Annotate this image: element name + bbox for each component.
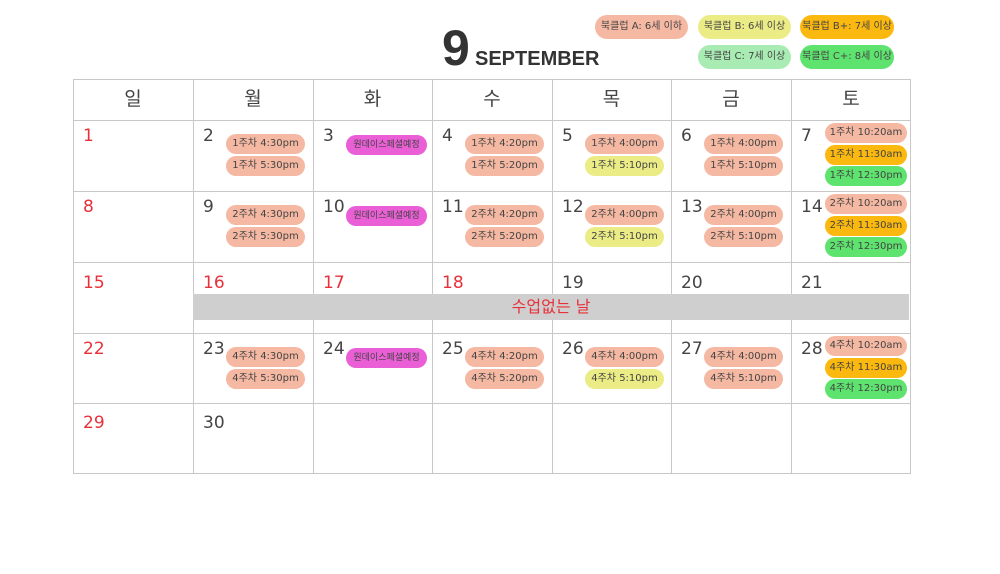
month-name: SEPTEMBER — [475, 48, 600, 70]
day-number: 21 — [801, 273, 823, 293]
day-number: 13 — [681, 197, 703, 217]
day-number: 24 — [323, 339, 345, 359]
event-pill[interactable]: 4주차 5:10pm — [585, 369, 664, 389]
event-pill[interactable]: 4주차 12:30pm — [825, 379, 907, 399]
day-number: 4 — [442, 126, 453, 146]
grid-line-horizontal — [73, 79, 911, 80]
day-number: 16 — [203, 273, 225, 293]
weekday-header: 금 — [722, 88, 740, 110]
event-pill[interactable]: 원데이스페셜예정 — [346, 348, 427, 368]
event-pill[interactable]: 2주차 5:20pm — [465, 227, 544, 247]
grid-line-horizontal — [73, 333, 911, 334]
weekday-header: 수 — [483, 88, 501, 110]
legend-item: 북클럽 B+: 7세 이상 — [800, 15, 894, 39]
event-pill[interactable]: 2주차 10:20am — [825, 194, 907, 214]
event-pill[interactable]: 2주차 5:30pm — [226, 227, 305, 247]
event-pill[interactable]: 4주차 5:10pm — [704, 369, 783, 389]
day-number: 6 — [681, 126, 692, 146]
weekday-header: 월 — [244, 88, 262, 110]
day-number: 26 — [562, 339, 584, 359]
event-pill[interactable]: 2주차 11:30am — [825, 215, 907, 236]
event-pill[interactable]: 2주차 12:30pm — [825, 237, 907, 257]
day-number: 9 — [203, 197, 214, 217]
event-pill[interactable]: 1주차 11:30am — [825, 144, 907, 165]
event-pill[interactable]: 4주차 11:30am — [825, 357, 907, 378]
legend-item: 북클럽 A: 6세 이하 — [595, 15, 688, 39]
event-pill[interactable]: 원데이스페셜예정 — [346, 206, 427, 226]
day-number: 25 — [442, 339, 464, 359]
event-pill[interactable]: 4주차 5:20pm — [465, 369, 544, 389]
day-number: 7 — [801, 126, 812, 146]
month-number: 9 — [442, 20, 470, 76]
legend-item: 북클럽 B: 6세 이상 — [698, 15, 791, 39]
grid-line-vertical — [910, 79, 911, 474]
day-number: 5 — [562, 126, 573, 146]
grid-line-vertical — [73, 79, 74, 474]
event-pill[interactable]: 2주차 5:10pm — [585, 227, 664, 247]
event-pill[interactable]: 2주차 4:00pm — [585, 205, 664, 225]
event-pill[interactable]: 4주차 4:00pm — [585, 347, 664, 367]
day-number: 12 — [562, 197, 584, 217]
event-pill[interactable]: 원데이스페셜예정 — [346, 135, 427, 155]
event-pill[interactable]: 1주차 12:30pm — [825, 166, 907, 186]
legend-item: 북클럽 C+: 8세 이상 — [800, 45, 894, 69]
no-class-banner: 수업없는 날 — [193, 294, 909, 320]
day-number: 10 — [323, 197, 345, 217]
day-number: 3 — [323, 126, 334, 146]
grid-line-vertical — [432, 79, 433, 474]
event-pill[interactable]: 1주차 10:20am — [825, 123, 907, 143]
event-pill[interactable]: 2주차 5:10pm — [704, 227, 783, 247]
weekday-header: 일 — [124, 88, 142, 110]
day-number: 8 — [83, 197, 94, 217]
grid-line-horizontal — [73, 191, 911, 192]
day-number: 27 — [681, 339, 703, 359]
event-pill[interactable]: 4주차 5:30pm — [226, 369, 305, 389]
day-number: 20 — [681, 273, 703, 293]
event-pill[interactable]: 1주차 4:30pm — [226, 134, 305, 154]
day-number: 1 — [83, 126, 94, 146]
event-pill[interactable]: 4주차 4:30pm — [226, 347, 305, 367]
grid-line-vertical — [671, 79, 672, 474]
event-pill[interactable]: 2주차 4:30pm — [226, 205, 305, 225]
day-number: 19 — [562, 273, 584, 293]
day-number: 15 — [83, 273, 105, 293]
grid-line-horizontal — [73, 403, 911, 404]
grid-line-vertical — [193, 79, 194, 474]
day-number: 23 — [203, 339, 225, 359]
grid-line-vertical — [552, 79, 553, 474]
weekday-header: 화 — [363, 88, 382, 110]
event-pill[interactable]: 4주차 10:20am — [825, 336, 907, 356]
grid-line-vertical — [313, 79, 314, 474]
day-number: 14 — [801, 197, 823, 217]
event-pill[interactable]: 4주차 4:20pm — [465, 347, 544, 367]
event-pill[interactable]: 2주차 4:00pm — [704, 205, 783, 225]
day-number: 22 — [83, 339, 105, 359]
weekday-header: 토 — [842, 88, 860, 110]
day-number: 11 — [442, 197, 464, 217]
event-pill[interactable]: 1주차 4:20pm — [465, 134, 544, 154]
day-number: 17 — [323, 273, 345, 293]
grid-line-horizontal — [73, 262, 911, 263]
event-pill[interactable]: 1주차 5:10pm — [704, 156, 783, 176]
event-pill[interactable]: 2주차 4:20pm — [465, 205, 544, 225]
event-pill[interactable]: 1주차 4:00pm — [585, 134, 664, 154]
grid-line-horizontal — [73, 120, 911, 121]
day-number: 29 — [83, 413, 105, 433]
event-pill[interactable]: 1주차 5:10pm — [585, 156, 664, 176]
grid-line-vertical — [791, 79, 792, 474]
day-number: 2 — [203, 126, 214, 146]
grid-line-horizontal — [73, 473, 911, 474]
event-pill[interactable]: 1주차 5:20pm — [465, 156, 544, 176]
weekday-header: 목 — [602, 88, 621, 110]
day-number: 18 — [442, 273, 464, 293]
event-pill[interactable]: 1주차 4:00pm — [704, 134, 783, 154]
day-number: 28 — [801, 339, 823, 359]
event-pill[interactable]: 4주차 4:00pm — [704, 347, 783, 367]
legend-item: 북클럽 C: 7세 이상 — [698, 45, 791, 69]
event-pill[interactable]: 1주차 5:30pm — [226, 156, 305, 176]
day-number: 30 — [203, 413, 225, 433]
